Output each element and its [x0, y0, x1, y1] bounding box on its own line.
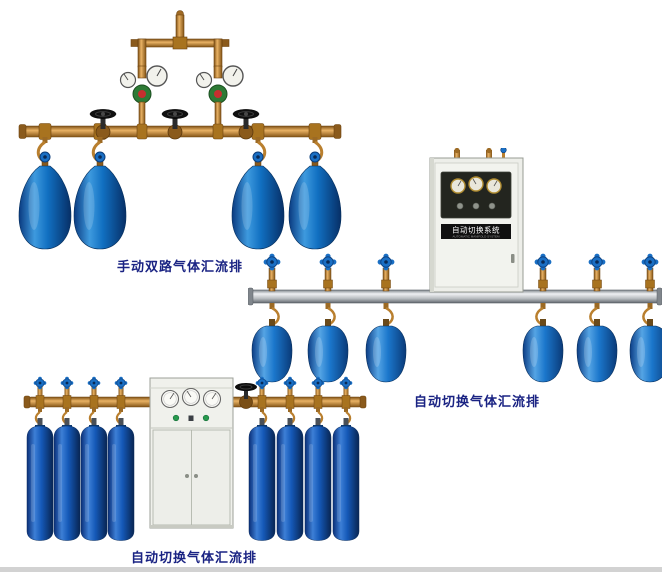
cylinder-station: [276, 376, 304, 541]
cylinder-station: [26, 376, 54, 541]
cylinder-station: [307, 253, 349, 383]
gas-cylinder: [80, 425, 108, 541]
cylinder-station: [18, 137, 72, 250]
door-handle: [194, 474, 198, 478]
cylinder-station: [365, 253, 407, 383]
indicator-light: [172, 414, 180, 422]
switch: [188, 415, 194, 421]
cabinet-nameplate: [441, 224, 511, 239]
cabinet-label: 自动切换系统: [452, 225, 500, 235]
header-pipes: [130, 10, 230, 68]
cylinder-station: [522, 253, 564, 383]
cylinder-station: [248, 376, 276, 541]
cylinder-valve-knob: [377, 253, 395, 271]
product-caption: 自动切换气体汇流排: [413, 394, 540, 409]
door-handle: [185, 474, 189, 478]
cylinder-station: [629, 253, 662, 383]
pigtail-hose: [385, 306, 394, 326]
pigtail-hose: [589, 306, 598, 326]
panel-knob: [488, 202, 496, 210]
cylinder-valve-knob: [283, 376, 297, 390]
gas-cylinder: [18, 165, 72, 250]
gas-cylinder: [107, 425, 135, 541]
cylinder-valve-knob: [500, 148, 507, 154]
cylinder-station: [73, 137, 127, 250]
pigtail-hose: [271, 306, 280, 326]
pigtail-hose: [642, 306, 651, 326]
valve-handwheel: [235, 383, 257, 391]
gas-cylinder: [629, 325, 662, 383]
panel-knob: [456, 202, 464, 210]
bottom-border-strip: [0, 567, 662, 572]
cylinder-station: [288, 137, 342, 250]
indicator-light: [202, 414, 210, 422]
door-handle: [511, 254, 515, 263]
gas-cylinder: [304, 425, 332, 541]
gas-cylinder: [231, 165, 285, 250]
product-caption: 自动切换气体汇流排: [130, 550, 257, 565]
cylinder-station: [231, 137, 285, 250]
regulator-knob: [138, 90, 146, 98]
gas-cylinder: [365, 325, 407, 383]
auto-switch-floor-illustration: [23, 376, 367, 541]
cylinder-station: [53, 376, 81, 541]
regulator-knob: [214, 90, 222, 98]
gas-cylinder: [53, 425, 81, 541]
cylinder-station: [107, 376, 135, 541]
shutoff-valve: [89, 109, 117, 140]
cylinder-valve-knob: [114, 376, 128, 390]
control-cabinet: [149, 377, 234, 529]
control-cabinet: 自动切换系统 AUTOMATIC MANIFOLD SYSTEM: [429, 148, 524, 293]
gas-cylinder: [248, 425, 276, 541]
pressure-regulator-left: [119, 65, 168, 128]
gas-cylinder: [576, 325, 618, 383]
cylinder-station: [332, 376, 360, 541]
auto-switch-wall-illustration: 自动切换系统 AUTOMATIC MANIFOLD SYSTEM: [248, 148, 662, 383]
cylinder-valve-knob: [87, 376, 101, 390]
gas-cylinder: [276, 425, 304, 541]
cylinder-station: [576, 253, 618, 383]
gas-cylinder: [288, 165, 342, 250]
shutoff-valve: [232, 109, 260, 140]
product-auto-switch-wall-manifold: 自动切换系统 AUTOMATIC MANIFOLD SYSTEM 自动切换气体汇…: [248, 148, 662, 410]
gas-cylinder: [26, 425, 54, 541]
pressure-regulator-right: [195, 65, 244, 128]
shutoff-valve: [161, 109, 189, 140]
gas-cylinder: [73, 165, 127, 250]
pigtail-hose: [327, 306, 336, 326]
product-caption: 手动双路气体汇流排: [116, 259, 243, 274]
cylinder-valve-knob: [588, 253, 606, 271]
gas-cylinder: [251, 325, 293, 383]
cabinet-sublabel: AUTOMATIC MANIFOLD SYSTEM: [453, 235, 500, 239]
cylinder-valve-knob: [263, 253, 281, 271]
manual-dual-manifold-illustration: [18, 10, 342, 250]
cylinder-station: [304, 376, 332, 541]
gas-cylinder: [522, 325, 564, 383]
cylinder-station: [80, 376, 108, 541]
gas-cylinder: [307, 325, 349, 383]
cross-fitting: [172, 36, 188, 50]
product-manual-dual-manifold: 手动双路气体汇流排: [10, 8, 350, 275]
shutoff-valve: [235, 383, 257, 409]
panel-knob: [472, 202, 480, 210]
gas-cylinder: [332, 425, 360, 541]
product-auto-switch-floor-manifold: 自动切换气体汇流排: [18, 372, 370, 566]
pigtail-hose: [535, 306, 544, 326]
cylinder-station: [251, 253, 293, 383]
